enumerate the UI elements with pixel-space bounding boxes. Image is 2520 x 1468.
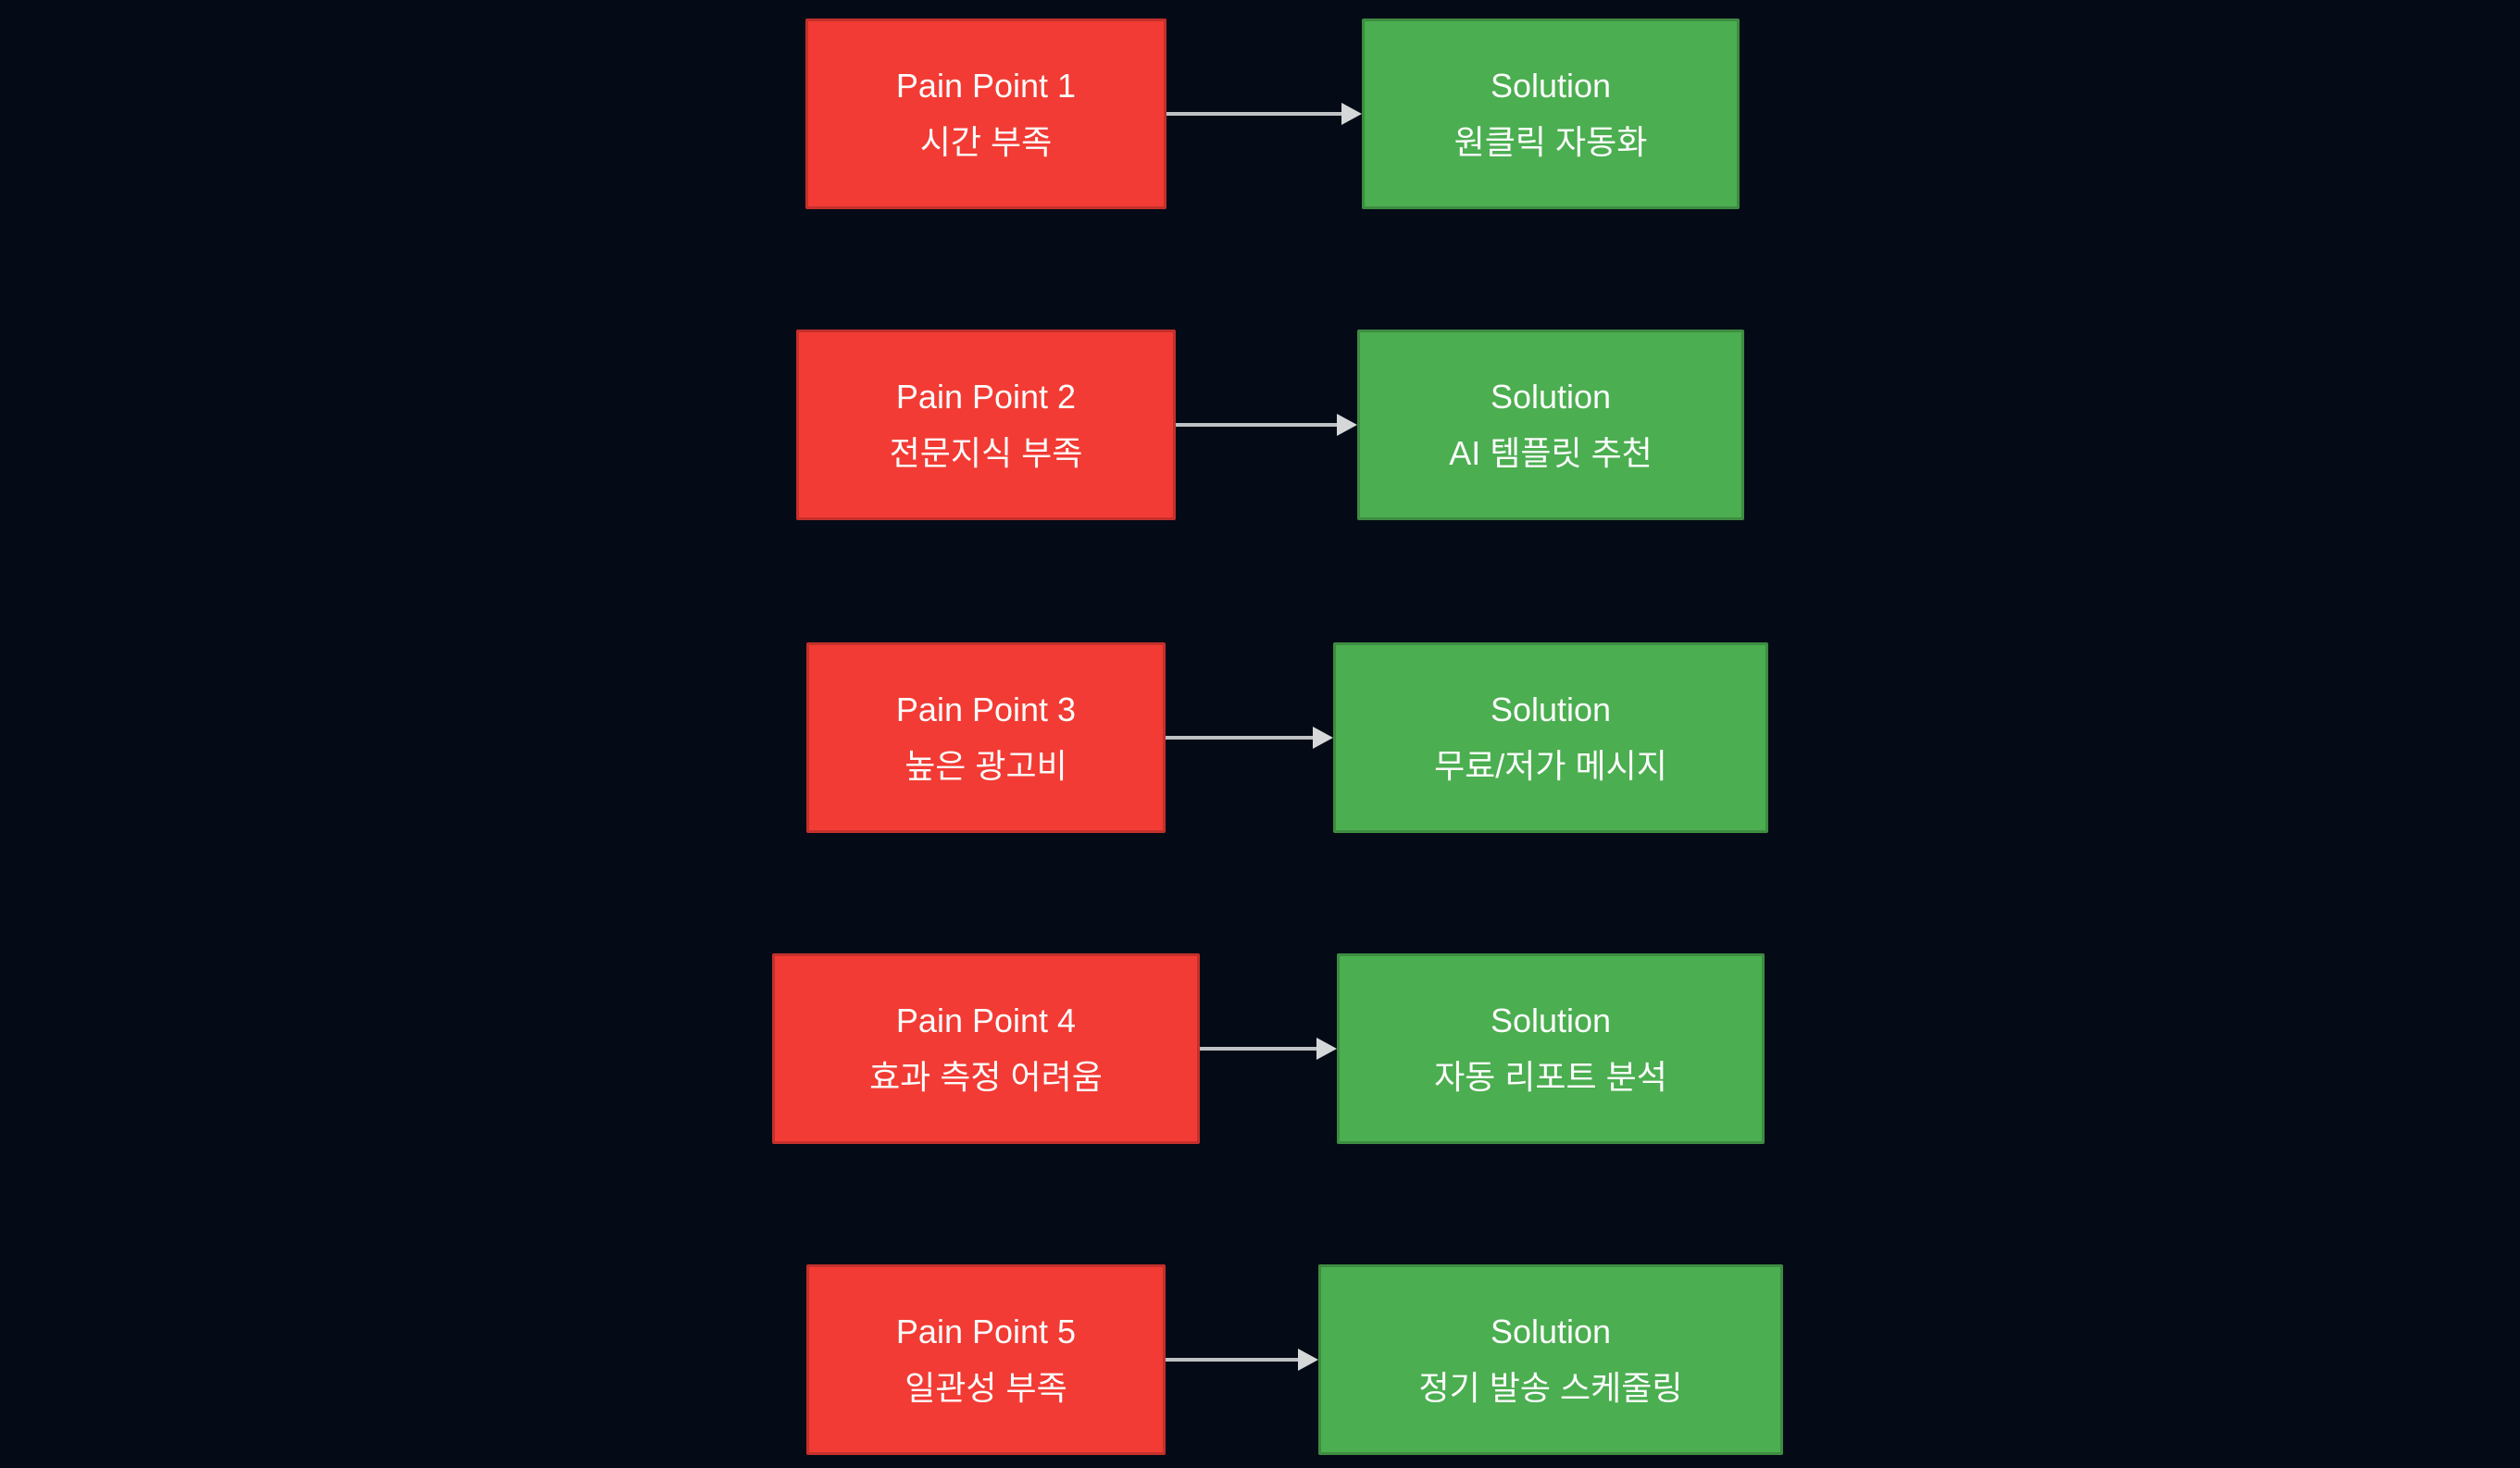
solution-2-subtitle: AI 템플릿 추천: [1449, 433, 1653, 472]
pain-point-1-node: Pain Point 1 시간 부족: [805, 19, 1166, 209]
pain-point-5-title: Pain Point 5: [895, 1312, 1077, 1350]
arrow-right-icon: [1176, 414, 1357, 436]
solution-2-title: Solution: [1490, 377, 1612, 416]
arrow-right-icon: [1166, 1349, 1318, 1371]
solution-3-title: Solution: [1490, 690, 1612, 728]
pain-point-3-title: Pain Point 3: [895, 690, 1077, 728]
pain-point-3-subtitle: 높은 광고비: [904, 746, 1067, 785]
pain-point-1-subtitle: 시간 부족: [919, 122, 1053, 161]
arrow-right-icon: [1166, 103, 1362, 125]
solution-4-node: Solution 자동 리포트 분석: [1337, 953, 1765, 1144]
pain-point-2-node: Pain Point 2 전문지식 부족: [796, 330, 1176, 520]
pain-point-4-node: Pain Point 4 효과 측정 어려움: [772, 953, 1200, 1144]
pain-point-5-node: Pain Point 5 일관성 부족: [806, 1264, 1166, 1455]
pain-point-4-subtitle: 효과 측정 어려움: [869, 1057, 1103, 1096]
solution-5-subtitle: 정기 발송 스케줄링: [1418, 1368, 1683, 1407]
solution-3-node: Solution 무료/저가 메시지: [1333, 642, 1768, 833]
solution-1-title: Solution: [1490, 66, 1612, 105]
pain-point-4-title: Pain Point 4: [895, 1001, 1077, 1039]
solution-4-subtitle: 자동 리포트 분석: [1434, 1057, 1667, 1096]
pain-point-3-node: Pain Point 3 높은 광고비: [806, 642, 1166, 833]
pain-point-1-title: Pain Point 1: [895, 66, 1077, 105]
solution-4-title: Solution: [1490, 1001, 1612, 1039]
solution-1-subtitle: 원클릭 자동화: [1453, 122, 1648, 161]
solution-5-title: Solution: [1490, 1312, 1612, 1350]
solution-5-node: Solution 정기 발송 스케줄링: [1318, 1264, 1783, 1455]
arrow-right-icon: [1166, 727, 1333, 749]
solution-2-node: Solution AI 템플릿 추천: [1357, 330, 1744, 520]
solution-1-node: Solution 원클릭 자동화: [1362, 19, 1740, 209]
solution-3-subtitle: 무료/저가 메시지: [1434, 746, 1667, 785]
pain-point-5-subtitle: 일관성 부족: [904, 1368, 1067, 1407]
pain-point-2-title: Pain Point 2: [895, 377, 1077, 416]
arrow-right-icon: [1200, 1038, 1337, 1060]
pain-point-2-subtitle: 전문지식 부족: [889, 433, 1083, 472]
